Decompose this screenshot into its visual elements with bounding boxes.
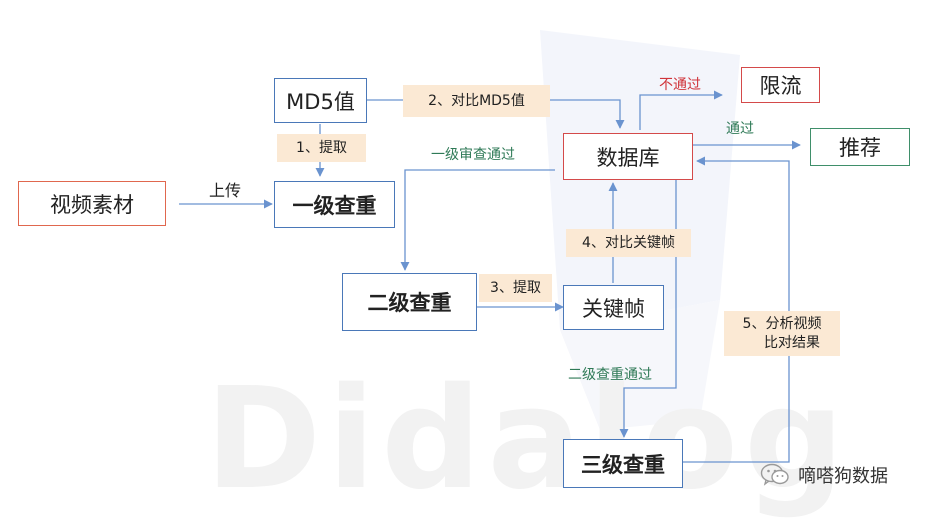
arrow-database-to-limit: [639, 90, 723, 130]
wechat-icon: [760, 463, 789, 486]
node-keyframe: 关键帧: [563, 285, 664, 330]
label-fail: 不通过: [659, 77, 701, 93]
node-database: 数据库: [563, 133, 693, 180]
node-level2-check: 二级查重: [342, 273, 477, 331]
brand-badge: 嘀嗒狗数据: [760, 462, 888, 488]
node-level1-check: 一级查重: [274, 181, 395, 228]
arrow-database-to-level3: [619, 180, 677, 438]
label-level2-pass: 二级查重通过: [568, 367, 652, 383]
label-upload: 上传: [209, 181, 242, 200]
tag-analyze-line1: 5、分析视频: [742, 315, 822, 332]
tag-compare-md5: 2、对比MD5值: [403, 85, 550, 117]
tag-analyze-video: 5、分析视频 比对结果: [724, 311, 840, 356]
label-pass: 通过: [726, 121, 754, 137]
node-video-material: 视频素材: [18, 181, 166, 226]
node-md5: MD5值: [274, 78, 367, 123]
label-level1-pass: 一级审查通过: [431, 147, 515, 163]
node-level3-check: 三级查重: [563, 439, 683, 488]
tag-compare-keyframe: 4、对比关键帧: [566, 229, 691, 257]
watermark-text: Didalog: [205, 358, 851, 518]
brand-name: 嘀嗒狗数据: [798, 466, 888, 487]
node-recommend: 推荐: [810, 128, 910, 166]
node-limit: 限流: [741, 67, 820, 103]
tag-extract-3: 3、提取: [479, 274, 552, 302]
tag-analyze-line2: 比对结果: [764, 334, 820, 351]
tag-extract-1: 1、提取: [277, 134, 366, 162]
arrow-database-to-level2: [400, 169, 555, 271]
